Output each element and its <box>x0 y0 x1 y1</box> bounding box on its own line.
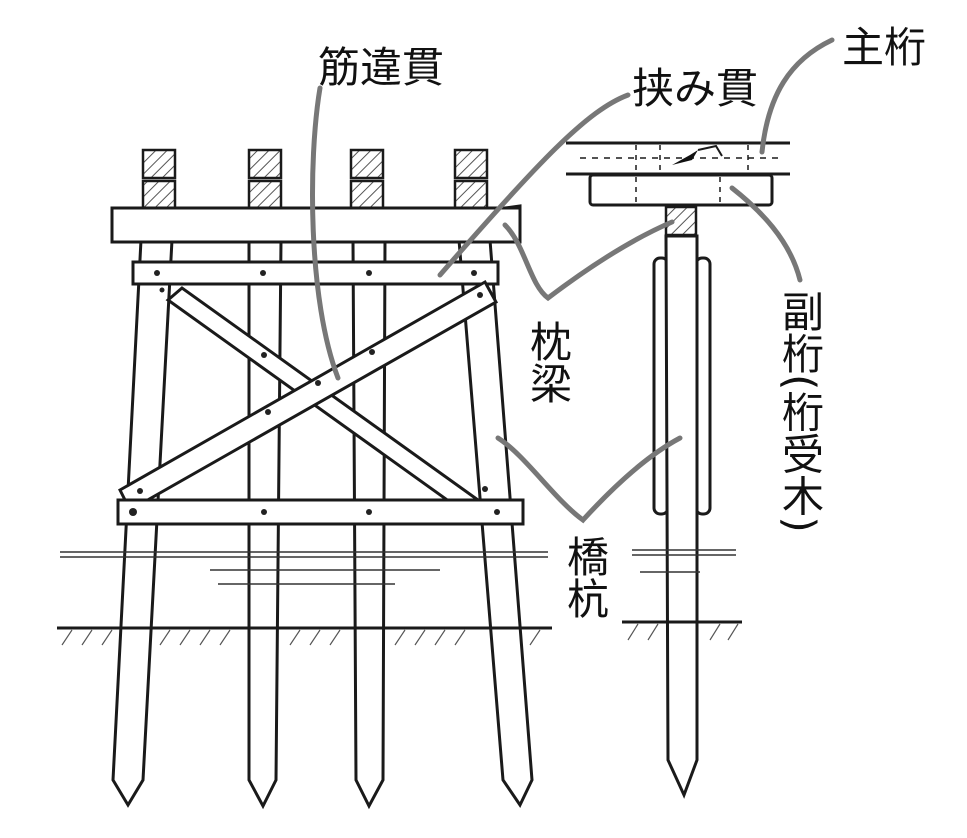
leader-diagonal-brace <box>310 85 341 381</box>
label-pile: 橋杭 <box>561 535 610 619</box>
water-surface-front <box>60 551 548 585</box>
leader-lines <box>310 37 835 524</box>
lower-clamp-tie <box>116 498 525 526</box>
ground-side <box>622 620 742 641</box>
bolts-front <box>129 270 500 516</box>
leader-main-girder <box>759 37 835 155</box>
leader-cap-beam <box>502 219 675 302</box>
label-cap-beam: 枕梁 <box>524 320 573 404</box>
leader-sub-girder <box>729 185 803 283</box>
label-clamp-tie: 挟み貫 <box>632 64 758 113</box>
water-surface-side <box>632 549 736 573</box>
bridge-pile-side <box>664 234 699 799</box>
leader-pile <box>495 435 683 524</box>
front-elevation <box>57 148 552 810</box>
leader-clamp-tie <box>437 92 631 278</box>
ground-front <box>57 626 552 646</box>
label-sub-girder: 副桁(桁受木) <box>776 290 825 533</box>
main-girder-side <box>566 141 790 176</box>
label-main-girder: 主桁 <box>842 23 926 72</box>
side-elevation <box>566 141 790 799</box>
labels: 筋違貫 挟み貫 主桁 副桁(桁受木) 枕梁 橋杭 <box>318 23 926 619</box>
main-girder-ends <box>141 148 489 211</box>
label-diagonal-brace: 筋違貫 <box>318 43 444 92</box>
